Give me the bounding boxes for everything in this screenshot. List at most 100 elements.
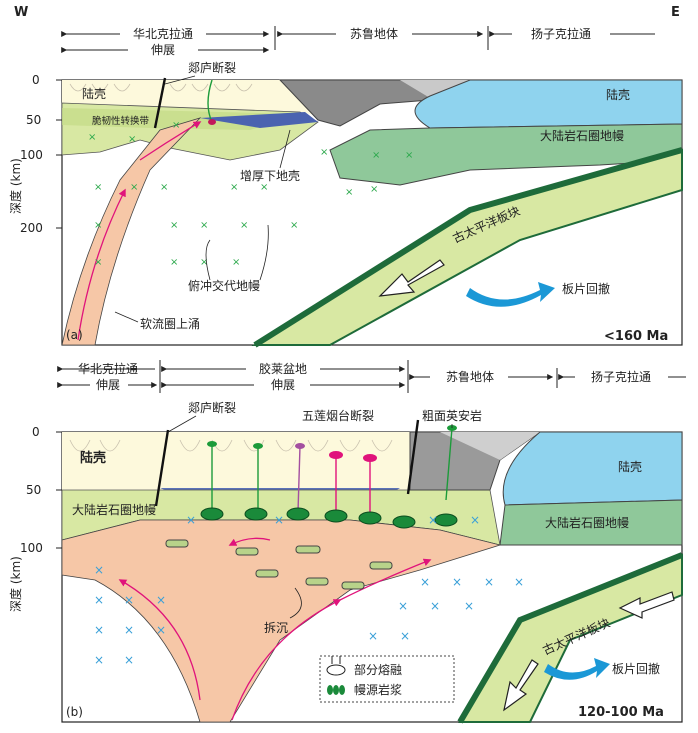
svg-text:×: × [290, 220, 298, 231]
panel-b-tick-0: 0 [32, 425, 40, 439]
svg-text:×: × [514, 575, 524, 589]
panel-b-crust-left-label: 陆壳 [80, 450, 106, 466]
svg-text:×: × [170, 220, 178, 231]
panel-a-depth-axis: 0 50 100 200 深度 (km) [8, 73, 62, 235]
panel-a-thick-crust [200, 112, 318, 128]
panel-a-axis-label: 深度 (km) [8, 158, 23, 214]
svg-text:×: × [124, 653, 134, 667]
header-b-basin: 胶莱盆地 [259, 361, 307, 376]
header-a-arrows [61, 26, 655, 53]
panel-a-tick-0: 0 [32, 73, 40, 87]
svg-text:×: × [156, 623, 166, 637]
panel-b-rollback-label: 板片回撤 [612, 661, 660, 676]
panel-a-crust-right-label: 陆壳 [606, 87, 630, 102]
panel-a-x-marks: ××× ××××× ××××× ×××× ××××× [88, 120, 413, 268]
svg-text:×: × [230, 182, 238, 193]
panel-b-dikes [207, 425, 457, 513]
svg-text:×: × [128, 134, 136, 145]
header-b-arrows [57, 360, 686, 393]
svg-text:×: × [240, 220, 248, 231]
svg-text:×: × [94, 623, 104, 637]
svg-text:×: × [94, 593, 104, 607]
svg-text:×: × [94, 563, 104, 577]
panel-b-legend: 部分熔融 幔源岩浆 [319, 655, 455, 703]
svg-text:×: × [470, 513, 480, 527]
svg-text:×: × [428, 513, 438, 527]
panel-a-slab-arrow [378, 259, 445, 297]
legend-mantle-magma: 幔源岩浆 [354, 682, 402, 697]
panel-a-upwelling-label: 软流圈上涌 [140, 317, 200, 331]
panel-a-rollback-arrow [466, 282, 555, 307]
svg-text:×: × [124, 623, 134, 637]
svg-text:×: × [200, 220, 208, 231]
panel-a-label: (a) [66, 328, 83, 342]
svg-text:×: × [274, 513, 284, 527]
svg-text:×: × [452, 575, 462, 589]
panel-b-wulian-fault [406, 419, 420, 495]
header-b-yangtze-craton: 扬子克拉通 [591, 369, 651, 384]
header-b-north-china-craton: 华北克拉通 [78, 361, 138, 376]
panel-a-fault-label: 郯庐断裂 [188, 60, 236, 75]
panel-b: ×××× ××× ×× ×××× ×××× ××× ×× 陆壳 陆壳 大陆岩石圈… [8, 400, 684, 724]
panel-b-wulian-label: 五莲烟台断裂 [302, 408, 374, 423]
svg-text:×: × [156, 593, 166, 607]
panel-a-crust-arcs [69, 83, 253, 92]
panel-a-sulu-light [400, 80, 470, 98]
panel-a-metasomatized-label: 俯冲交代地幔 [188, 278, 260, 293]
panel-a-crust-left [62, 80, 330, 118]
panel-a-mantle-right [329, 123, 683, 186]
svg-text:×: × [400, 629, 410, 643]
panel-a-tick-100: 100 [20, 148, 43, 162]
header-b-sulu: 苏鲁地体 [446, 370, 494, 384]
panel-b-crust-left [62, 432, 410, 490]
svg-text:×: × [94, 257, 102, 268]
svg-text:×: × [124, 593, 134, 607]
svg-text:×: × [420, 575, 430, 589]
panel-b-crust-right [502, 431, 683, 506]
svg-text:×: × [94, 653, 104, 667]
panel-b-axis-label: 深度 (km) [8, 556, 23, 612]
panel-a-tick-50: 50 [26, 113, 41, 127]
svg-text:×: × [186, 513, 196, 527]
direction-west: W [14, 5, 28, 20]
panel-b-crust-arcs [69, 439, 393, 452]
panel-b-age: 120-100 Ma [578, 705, 664, 720]
panel-b-slab-arrows [503, 591, 675, 712]
panel-b-mantle-left-label: 大陆岩石圈地幔 [72, 502, 156, 517]
panel-b-label: (b) [66, 705, 83, 719]
header-a-north-china-craton: 华北克拉通 [133, 26, 193, 41]
panel-b-sulu-light [440, 432, 540, 460]
panel-b-depth-axis: 0 50 100 深度 (km) [8, 425, 62, 612]
svg-text:×: × [370, 184, 378, 195]
legend-partial-melt: 部分熔融 [354, 662, 402, 677]
panel-a: ××× ××××× ××××× ×××× ××××× 郯庐断裂 陆壳 陆壳 脆韧… [8, 60, 683, 348]
header-b-extension-mid: 伸展 [271, 378, 295, 392]
panel-a-crust-left-label: 陆壳 [82, 86, 106, 101]
svg-text:×: × [372, 150, 380, 161]
panel-b-magma-pools [200, 507, 458, 529]
svg-text:×: × [170, 257, 178, 268]
svg-text:×: × [88, 132, 96, 143]
panel-b-rollback-arrow [544, 658, 610, 680]
svg-text:×: × [484, 575, 494, 589]
panel-a-tanlu-fault [153, 77, 167, 129]
svg-text:×: × [464, 599, 474, 613]
svg-text:×: × [345, 187, 353, 198]
panel-b-tanlu-label: 郯庐断裂 [188, 400, 236, 415]
panel-a-thick-crust-label: 增厚下地壳 [240, 169, 300, 183]
svg-text:×: × [160, 182, 168, 193]
panel-a-age: <160 Ma [604, 329, 668, 344]
direction-east: E [671, 5, 680, 20]
header-a-sulu: 苏鲁地体 [350, 27, 398, 41]
panel-b-crust-right-label: 陆壳 [618, 459, 642, 474]
panel-a-rollback-label: 板片回撤 [562, 281, 610, 296]
svg-text:×: × [130, 182, 138, 193]
panel-b-tick-50: 50 [26, 483, 41, 497]
header-a-yangtze-craton: 扬子克拉通 [531, 26, 591, 41]
panel-b-delaminated-blocks [165, 539, 393, 590]
svg-text:×: × [430, 599, 440, 613]
svg-text:×: × [368, 629, 378, 643]
panel-b-upwelling [61, 519, 502, 723]
header-b-extension-left: 伸展 [96, 378, 120, 392]
